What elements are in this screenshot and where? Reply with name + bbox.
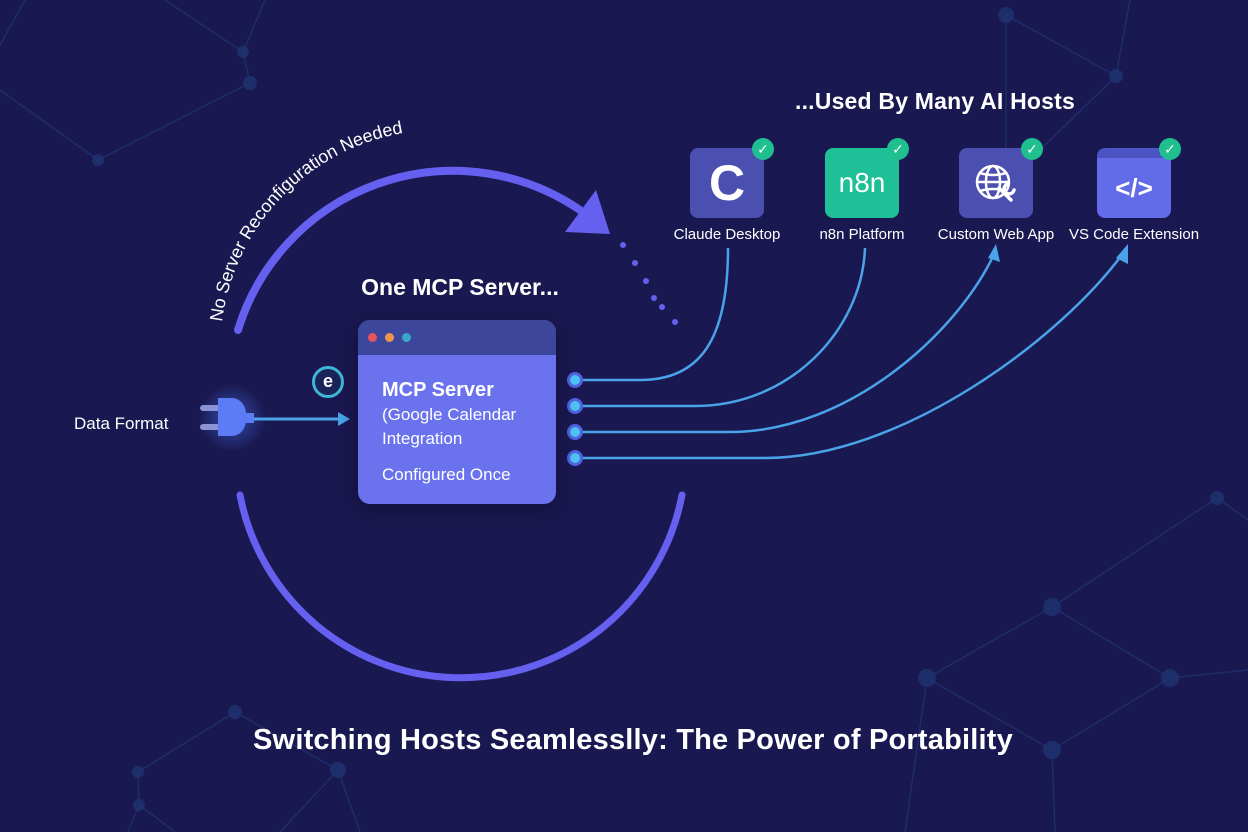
diagram-title: Switching Hosts Seamlesslly: The Power o… xyxy=(253,724,1013,756)
mcp-server-card: MCP Server (Google Calendar Integration … xyxy=(358,320,556,504)
server-subtitle-line2: Integration xyxy=(382,429,463,448)
arc-dotted-continuation xyxy=(620,242,678,325)
server-ports xyxy=(567,372,583,466)
host-label: Claude Desktop xyxy=(673,226,781,243)
connector-claude xyxy=(580,247,730,382)
host-claude-desktop: C ✓ Claude Desktop xyxy=(652,138,802,243)
code-brackets-icon: </> ✓ xyxy=(1097,138,1181,218)
server-note: Configured Once xyxy=(382,465,511,484)
host-label: n8n Platform xyxy=(819,226,905,243)
host-label: Custom Web App xyxy=(937,226,1055,243)
lower-arc xyxy=(236,491,686,682)
server-subtitle-line1: (Google Calendar xyxy=(382,405,517,424)
arc-arrowhead xyxy=(565,190,610,234)
data-format-label: Data Format xyxy=(74,414,169,433)
check-icon: ✓ xyxy=(887,138,909,160)
host-vs-code-extension: </> ✓ VS Code Extension xyxy=(1059,138,1209,243)
host-custom-web-app: ✓ Custom Web App xyxy=(921,138,1071,243)
server-window-titlebar xyxy=(358,320,556,355)
window-dot-red xyxy=(368,333,377,342)
n8n-logo-icon: n8n ✓ xyxy=(825,138,909,218)
connector-webapp xyxy=(580,251,997,434)
reconfiguration-arc xyxy=(234,166,584,334)
e-badge-icon: e xyxy=(312,366,344,398)
window-dot-teal xyxy=(402,333,411,342)
claude-c-icon: C ✓ xyxy=(690,138,774,218)
host-label: VS Code Extension xyxy=(1068,226,1200,243)
plug-icon xyxy=(200,398,254,436)
check-icon: ✓ xyxy=(752,138,774,160)
host-n8n-platform: n8n ✓ n8n Platform xyxy=(787,138,937,243)
check-icon: ✓ xyxy=(1021,138,1043,160)
hosts-heading: ...Used By Many AI Hosts xyxy=(794,88,1075,114)
globe-wrench-icon: ✓ xyxy=(959,138,1043,218)
server-heading: One MCP Server... xyxy=(361,274,559,300)
connector-n8n xyxy=(580,247,867,408)
server-title: MCP Server xyxy=(382,379,494,401)
check-icon: ✓ xyxy=(1159,138,1181,160)
window-dot-orange xyxy=(385,333,394,342)
connector-vscode xyxy=(580,251,1126,460)
